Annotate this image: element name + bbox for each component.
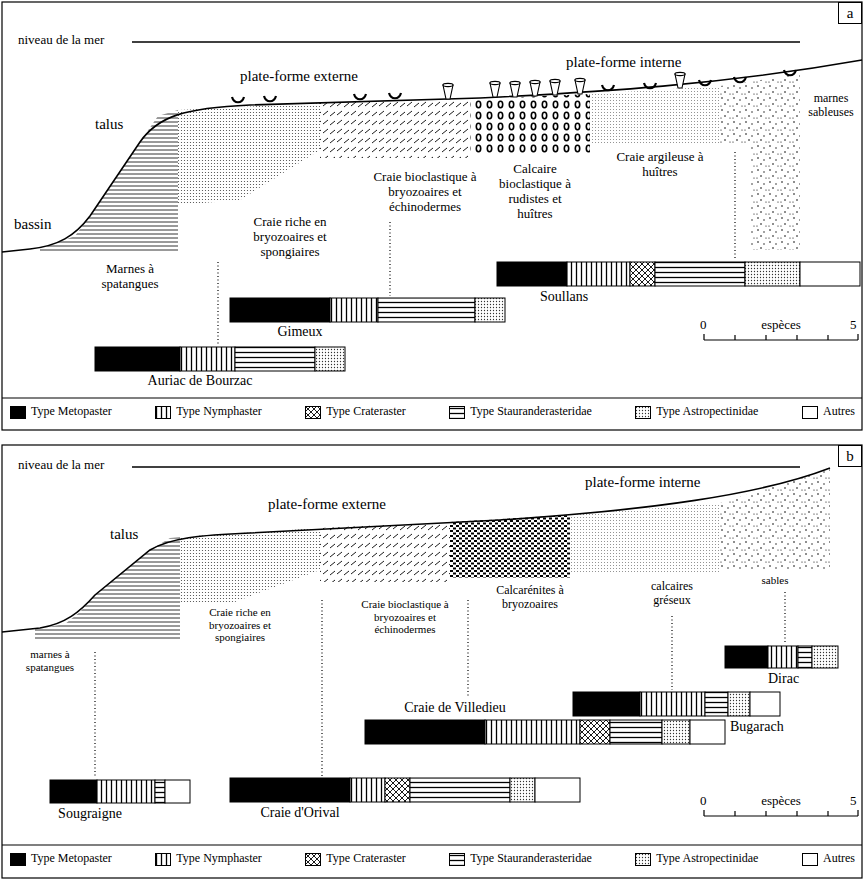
legend-swatch (305, 406, 321, 419)
legend-swatch (802, 406, 818, 419)
annotation-label: 0 (700, 794, 707, 809)
annotation-label: Craie d'Orival (260, 805, 339, 821)
annotation-label: sables (762, 574, 789, 587)
annotation-label: Calcaire bioclastique à rudistes et huît… (493, 162, 578, 222)
legend-label: Type Astropectinidae (656, 405, 758, 419)
legend-label: Type Crateraster (326, 405, 405, 419)
annotation-label: bassin (14, 216, 52, 233)
annotation-label: talus (110, 526, 138, 543)
legend-label: Type Metopaster (31, 405, 112, 419)
legend-label: Type Stauranderasteridae (470, 852, 591, 866)
annotation-label: niveau de la mer (18, 458, 104, 473)
annotation-label: espèces (761, 794, 801, 809)
legend-label: Type Nymphaster (176, 852, 261, 866)
annotation-label: 5 (850, 794, 857, 809)
legend-label: Type Stauranderasteridae (470, 405, 591, 419)
annotation-label: Craie de Villedieu (404, 700, 506, 716)
panel-letter-box: b (838, 445, 862, 467)
annotation-label: marnes sableuses (802, 92, 860, 120)
annotation-label: 0 (700, 318, 707, 333)
annotation-label: calcaires gréseux (637, 580, 707, 608)
annotation-label: marnes à spatangues (14, 648, 86, 673)
legend-swatch (155, 853, 171, 866)
annotation-label: Bugarach (730, 719, 784, 735)
annotation-label: Calcarénites à bryozoaires (480, 584, 580, 612)
legend-swatch (155, 406, 171, 419)
legend-swatch (10, 406, 26, 419)
legend-label: Autres (823, 852, 855, 866)
legend-label: Autres (823, 405, 855, 419)
legend-swatch (635, 853, 651, 866)
annotation-label: talus (95, 116, 123, 133)
annotation-label: Dirac (768, 671, 799, 687)
legend-label: Type Crateraster (326, 852, 405, 866)
annotation-label: plate-forme interne (585, 474, 700, 491)
legend-swatch (449, 406, 465, 419)
annotation-label: Auriac de Bourzac (148, 373, 253, 389)
legend-swatch (10, 853, 26, 866)
annotation-label: Craie argileuse à huîtres (600, 150, 720, 180)
annotation-label: plate-forme interne (566, 54, 681, 71)
legend-label: Type Nymphaster (176, 405, 261, 419)
annotation-label: Craie bioclastique à bryozoaires et échi… (349, 598, 461, 636)
annotation-label: Craie riche en bryozoaires et spongiaire… (190, 606, 290, 644)
panel-letter-box: a (838, 2, 862, 24)
legend-label: Type Metopaster (31, 852, 112, 866)
annotation-label: plate-forme externe (268, 496, 386, 513)
annotation-label: plate-forme externe (240, 68, 358, 85)
panel-letter: a (847, 6, 854, 21)
legend-label: Type Astropectinidae (656, 852, 758, 866)
annotation-label: 5 (850, 318, 857, 333)
legend-swatch (802, 853, 818, 866)
annotation-label: Soullans (540, 289, 588, 305)
panel-letter: b (846, 449, 854, 464)
annotation-label: Sougraigne (58, 806, 122, 822)
legend-swatch (305, 853, 321, 866)
annotation-label: Marnes à spatangues (85, 262, 175, 292)
annotation-label: niveau de la mer (18, 33, 104, 48)
legend-swatch (449, 853, 465, 866)
annotation-label: Craie bioclastique à bryozoaires et échi… (370, 170, 480, 215)
annotation-label: Craie riche en bryozoaires et spongiaire… (238, 215, 343, 260)
annotation-label: espèces (761, 318, 801, 333)
legend-swatch (635, 406, 651, 419)
annotation-label: Gimeux (277, 324, 322, 340)
